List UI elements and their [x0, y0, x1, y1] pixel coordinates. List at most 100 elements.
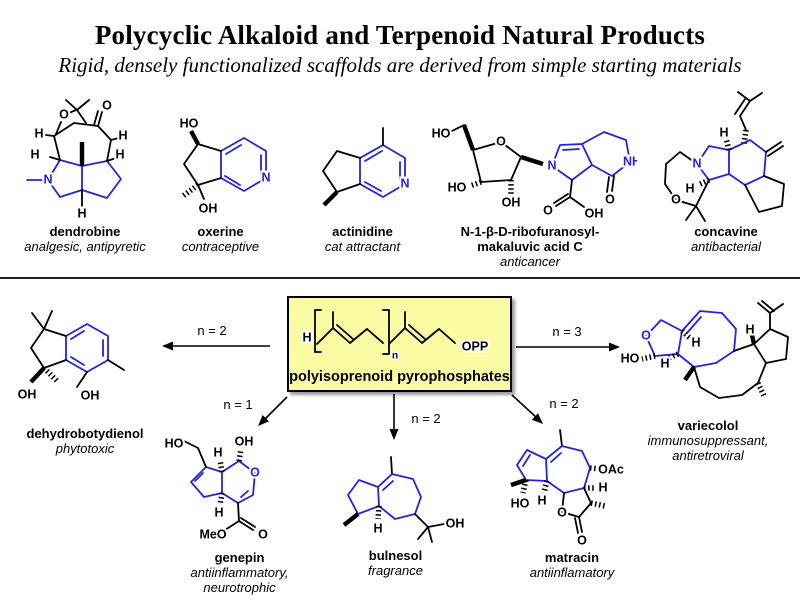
molecule-variecolol: O HO H H H variecolol immunosuppressant,… — [618, 292, 798, 463]
molecule-name: actinidine — [332, 224, 393, 239]
atom-label: H — [214, 505, 223, 519]
molecule-activity: phytotoxic — [55, 441, 115, 456]
atom-label: OH — [502, 195, 521, 209]
molecule-matracin: OAc H H HO O O matracin antiinflamatory — [492, 428, 652, 580]
atom-label: HO — [180, 116, 199, 130]
dehydrobotydienol-structure: OH OH — [16, 310, 125, 404]
molecule-activity: immunosuppressant, antiretroviral — [647, 433, 769, 463]
atom-label: O — [605, 192, 615, 206]
molecule-name: bulnesol — [368, 548, 423, 563]
atom-label: OH — [585, 206, 604, 220]
atom-label: N — [261, 170, 270, 184]
molecule-activity: antiinflamatory — [529, 565, 615, 580]
atom-label: O — [641, 328, 651, 342]
arrow-label: n = 2 — [411, 411, 440, 426]
molecule-activity: anticancer — [500, 254, 560, 269]
dendrobine-structure: O O H H H H H N — [26, 96, 130, 222]
arrow-to-bulnesol: n = 2 — [389, 394, 441, 440]
arrow-head — [389, 429, 399, 440]
section-divider — [0, 277, 800, 279]
atom-label: H — [745, 322, 754, 336]
molecule-activity: antibacterial — [690, 239, 762, 254]
molecule-concavine: H H N O concavine antibacterial — [652, 88, 800, 254]
variecolol-structure: O HO H H H — [619, 300, 789, 399]
atom-label: H — [660, 356, 669, 370]
atom-label: N — [400, 176, 409, 190]
atom-label: OH — [199, 201, 218, 215]
arrow-label: n = 1 — [223, 397, 252, 412]
atom-label: O — [577, 533, 587, 547]
matracin-structure: OAc H H HO O O — [509, 429, 626, 549]
atom-label: H — [302, 330, 311, 344]
atom-label: HO — [432, 126, 451, 140]
molecule-name: concavine — [694, 224, 758, 239]
molecule-oxerine: HO OH N oxerine contraceptive — [158, 108, 283, 254]
atom-label: O — [543, 203, 553, 217]
atom-label: O — [671, 192, 681, 206]
molecule-name: matracin — [544, 550, 600, 565]
atom-label: O — [59, 107, 69, 121]
atom-label: O — [496, 134, 506, 148]
arrow-to-dehydrobotydienol: n = 2 — [162, 323, 270, 351]
makaluvic-structure: HO O HO OH N NH O O OH — [430, 124, 637, 222]
atom-label: H — [118, 128, 127, 142]
precursor-label: polyisoprenoid pyrophosphates — [289, 369, 510, 385]
molecule-activity: analgesic, antipyretic — [24, 239, 146, 254]
precursor-box: H n OPP polyisoprenoid pyrophosphates — [287, 296, 512, 392]
atom-label: N — [43, 172, 52, 186]
molecule-name: oxerine — [197, 224, 244, 239]
atom-label: H — [537, 493, 546, 507]
atom-label: H — [691, 335, 700, 349]
atom-label: HO — [165, 436, 184, 450]
atom-label: OH — [18, 387, 37, 401]
bulnesol-structure: H OH — [342, 456, 466, 543]
atom-label: MeO — [199, 527, 226, 541]
molecule-bulnesol: H OH bulnesol fragrance — [318, 440, 473, 578]
atom-label: OH — [81, 388, 100, 402]
arrow-to-matracin: n = 2 — [511, 394, 579, 424]
oxerine-structure: HO OH N — [178, 114, 273, 217]
molecule-activity: cat attractant — [324, 239, 401, 254]
atom-label: H — [115, 147, 124, 161]
concavine-structure: H H N O — [664, 91, 785, 222]
atom-label: OH — [446, 516, 465, 530]
atom-label: OH — [235, 434, 254, 448]
molecule-name: dehydrobotydienol — [26, 426, 144, 441]
atom-label: H — [213, 445, 222, 459]
atom-label: H — [719, 125, 728, 139]
molecule-dehydrobotydienol: OH OH dehydrobotydienol phytotoxic — [10, 300, 160, 456]
molecule-actinidine: N actinidine cat attractant — [300, 110, 425, 254]
atom-label: H — [373, 521, 382, 535]
molecule-name: dendrobine — [49, 224, 121, 239]
atom-label: NH — [623, 154, 637, 168]
atom-label: HO — [621, 351, 640, 365]
atom-label: O — [102, 98, 112, 112]
molecule-activity: fragrance — [368, 563, 423, 578]
arrow-line — [511, 394, 538, 419]
arrow-head — [531, 413, 543, 424]
atom-label: H — [34, 126, 43, 140]
atom-label: O — [258, 527, 268, 541]
polyisoprenoid-structure: H n OPP — [300, 309, 490, 360]
arrow-to-variecolol: n = 3 — [516, 324, 620, 352]
atom-label: O — [557, 505, 567, 519]
molecule-activity: antiinflammatory, neurotrophic — [190, 565, 289, 595]
atom-label: H — [77, 206, 86, 220]
arrow-label: n = 3 — [552, 324, 581, 339]
atom-label: H — [598, 480, 607, 494]
atom-label: OPP — [462, 339, 488, 353]
arrow-to-genepin: n = 1 — [223, 396, 288, 426]
molecule-name: genepin — [214, 550, 265, 565]
molecule-dendrobine: O O H H H H H N dendrobine analgesic, an… — [10, 96, 160, 254]
arrow-label: n = 2 — [197, 323, 226, 338]
page-title: Polycyclic Alkaloid and Terpenoid Natura… — [94, 20, 706, 50]
atom-label: H — [30, 147, 39, 161]
atom-label: H — [685, 181, 694, 195]
atom-label: n — [392, 351, 398, 360]
actinidine-structure: N — [322, 127, 412, 207]
arrow-label: n = 2 — [549, 396, 578, 411]
molecule-name: variecolol — [677, 418, 739, 433]
arrow-head — [162, 341, 173, 351]
genepin-structure: HO OH H H O MeO O — [163, 432, 271, 543]
